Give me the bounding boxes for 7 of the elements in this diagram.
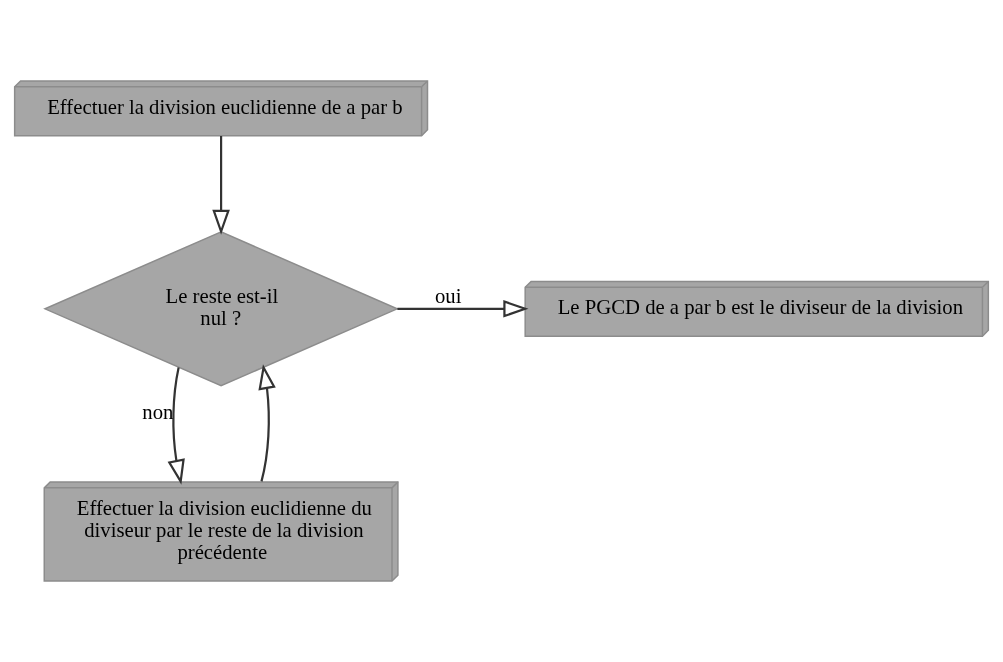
arrow bbox=[258, 364, 276, 482]
edge-label: non bbox=[142, 400, 174, 423]
arrow bbox=[397, 300, 529, 318]
edge-label: oui bbox=[434, 285, 462, 308]
arrow bbox=[167, 367, 185, 485]
node-diamond: Le reste est-il nul ? bbox=[43, 231, 400, 387]
arrow bbox=[212, 136, 230, 235]
